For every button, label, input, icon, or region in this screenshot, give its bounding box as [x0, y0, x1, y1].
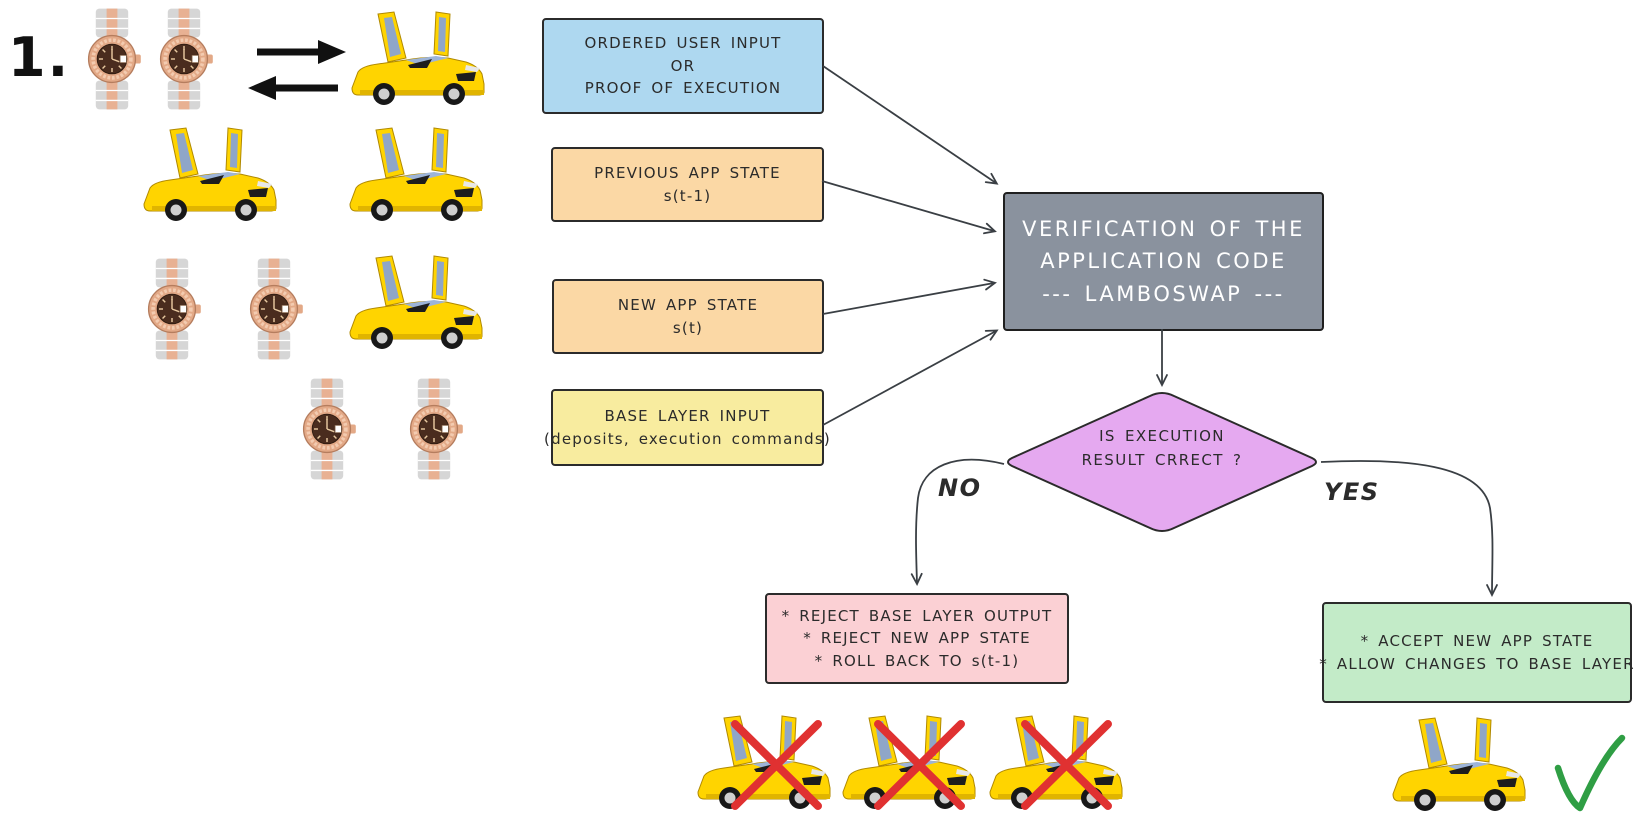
previous-app-state-box: PREVIOUS APP STATE s(t-1): [551, 147, 824, 222]
step-number: 1.: [8, 26, 71, 89]
green-check-icon: [1554, 734, 1626, 812]
lamborghini-car-icon: [986, 714, 1126, 814]
swap-arrows-icon: [248, 40, 346, 100]
new-app-state-box: NEW APP STATE s(t): [552, 279, 824, 354]
box-line: PROOF OF EXECUTION: [584, 79, 782, 98]
box-line: BASE LAYER INPUT: [604, 407, 771, 425]
no-branch-label: NO: [938, 474, 982, 502]
lamborghini-car-icon: [839, 714, 979, 814]
box-line: ORDERED USER INPUT: [584, 34, 782, 53]
rolex-watch-icon: [238, 256, 310, 362]
yes-branch-label: YES: [1324, 478, 1380, 506]
base-layer-input-box: BASE LAYER INPUT (deposits, execution co…: [544, 389, 830, 466]
box-line: * ALLOW CHANGES TO BASE LAYER: [1319, 654, 1634, 673]
lamborghini-car-icon: [694, 714, 834, 814]
ordered-input-box: ORDERED USER INPUT OR PROOF OF EXECUTION: [542, 18, 824, 114]
box-line: RESULT CRRECT ?: [1081, 451, 1243, 469]
box-line: VERIFICATION OF THE: [1022, 216, 1305, 241]
box-line: (deposits, execution commands): [544, 429, 831, 448]
accept-outcome-box: * ACCEPT NEW APP STATE * ALLOW CHANGES T…: [1319, 602, 1634, 703]
box-line: * REJECT NEW APP STATE: [803, 629, 1031, 648]
box-line: s(t): [672, 318, 704, 337]
box-line: * REJECT BASE LAYER OUTPUT: [781, 606, 1053, 625]
box-line: IS EXECUTION: [1099, 427, 1225, 445]
box-line: * ROLL BACK TO s(t-1): [814, 651, 1020, 670]
box-line: APPLICATION CODE: [1040, 249, 1287, 274]
rolex-watch-icon: [398, 376, 470, 482]
rolex-watch-icon: [148, 6, 220, 112]
lamborghini-car-icon: [346, 254, 486, 354]
box-line: PREVIOUS APP STATE: [594, 164, 781, 182]
lamborghini-car-icon: [346, 126, 486, 226]
reject-outcome-box: * REJECT BASE LAYER OUTPUT * REJECT NEW …: [765, 593, 1069, 684]
box-line: s(t-1): [663, 186, 712, 205]
decision-label: IS EXECUTION RESULT CRRECT ?: [1042, 424, 1282, 472]
rolex-watch-icon: [291, 376, 363, 482]
verification-box: VERIFICATION OF THE APPLICATION CODE ---…: [1003, 192, 1324, 331]
box-line: --- LAMBOSWAP ---: [1042, 281, 1285, 306]
rolex-watch-icon: [136, 256, 208, 362]
lamborghini-car-icon: [1389, 716, 1529, 816]
box-line: NEW APP STATE: [617, 296, 759, 314]
box-line: * ACCEPT NEW APP STATE: [1360, 632, 1594, 650]
rolex-watch-icon: [76, 6, 148, 112]
box-line: OR: [670, 56, 696, 75]
lamborghini-car-icon: [348, 10, 488, 110]
lamborghini-car-icon: [140, 126, 280, 226]
